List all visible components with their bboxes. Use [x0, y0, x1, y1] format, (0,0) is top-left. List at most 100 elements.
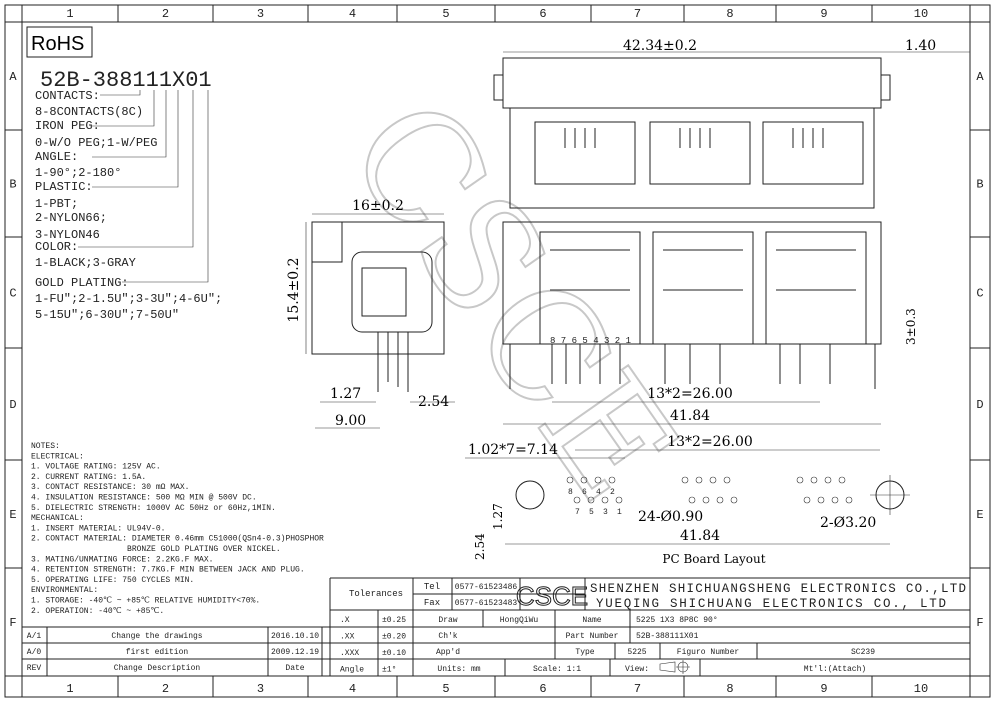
projection-symbol-icon [659, 660, 690, 674]
revision-id: A/0 [27, 648, 42, 657]
note-line: 5. OPERATING LIFE: 750 CYCLES MIN. [31, 576, 194, 585]
grid-column-label: 5 [442, 7, 449, 21]
notes-block: NOTES:ELECTRICAL: 1. VOLTAGE RATING: 125V… [31, 442, 324, 616]
dim-line [503, 401, 881, 425]
revision-description: first edition [126, 648, 189, 657]
grid-row-label: A [976, 70, 984, 84]
pcb-hole [716, 496, 724, 504]
scale: Scale: 1:1 [533, 665, 581, 674]
pcb-hole [845, 496, 853, 504]
dim-line [305, 213, 455, 429]
tolerance-value: ±0.20 [382, 633, 406, 642]
dim-side-height: 15.4±0.2 [286, 257, 302, 322]
grid-row-label: B [9, 178, 16, 192]
grid-column-label: 2 [162, 7, 169, 21]
tolerance-value: ±0.10 [382, 649, 406, 658]
tolerance-key: .XXX [340, 649, 359, 658]
grid-column-label: 5 [442, 682, 449, 696]
side-view [311, 221, 445, 392]
pcb-hole [831, 496, 839, 504]
dim-pcb-mount: 2-Ø3.20 [820, 515, 876, 531]
note-line: MECHANICAL: [31, 514, 84, 523]
front-view [502, 221, 882, 389]
legend-line: 2-NYLON66; [35, 211, 107, 225]
dim-pin-c: 9.00 [335, 413, 366, 429]
grid-row-label: A [9, 70, 17, 84]
grid-row-label: D [9, 398, 16, 412]
grid-row-label: D [976, 398, 983, 412]
pcb-hole [615, 496, 623, 504]
pcb-hole [580, 476, 588, 484]
material: Mt'l:(Attach) [804, 665, 866, 674]
grid-column-label: 4 [349, 682, 356, 696]
revision-id: A/1 [27, 632, 42, 641]
legend-line: 3-NYLON46 [35, 228, 100, 242]
note-line: 1. VOLTAGE RATING: 125V AC. [31, 463, 161, 472]
draw-value: HongQiWu [500, 616, 539, 625]
legend-line: 1-FU";2-1.5U";3-3U";4-6U"; [35, 292, 222, 306]
pcb-hole [695, 476, 703, 484]
grid-column-label: 8 [726, 7, 733, 21]
pcb-hole [608, 476, 616, 484]
pcb-pin-number: 4 [596, 488, 601, 497]
pcb-hole [709, 476, 717, 484]
grid-row-label: B [976, 178, 983, 192]
inner-border [21, 21, 971, 677]
pcb-hole [723, 476, 731, 484]
note-line: 2. CURRENT RATING: 1.5A. [31, 473, 146, 482]
note-line: 5. DIELECTRIC STRENGTH: 1000V AC 50Hz or… [31, 504, 276, 513]
fax-number: 0577-61523483 [455, 599, 518, 608]
revision-description: Change Description [114, 664, 201, 673]
legend-line: 5-15U";6-30U";7-50U" [35, 308, 179, 322]
legend-line: 0-W/O PEG;1-W/PEG [35, 136, 157, 150]
pcb-hole [803, 496, 811, 504]
note-line: ELECTRICAL: [31, 452, 84, 461]
note-line: ENVIRONMENTAL: [31, 586, 98, 595]
grid-column-label: 6 [539, 682, 546, 696]
grid-column-label: 1 [66, 7, 73, 21]
pcb-pin-number: 1 [617, 508, 622, 517]
tel-label: Tel [424, 582, 440, 592]
dim-pcb-pitch: 1.02*7=7.14 [468, 442, 558, 458]
dim-pcb-v2: 1.27 [491, 503, 505, 530]
legend-line: 1-BLACK;3-GRAY [35, 256, 136, 270]
name-value: 5225 1X3 8P8C 90° [636, 616, 718, 625]
revision-id: REV [27, 664, 42, 673]
note-line: BRONZE GOLD PLATING OVER NICKEL. [31, 545, 281, 554]
grid-row-label: E [9, 508, 16, 522]
grid-row-label: F [976, 616, 983, 630]
dim-pitch-front: 13*2=26.00 [647, 386, 733, 402]
grid-row-label: C [976, 287, 983, 301]
draw-label: Draw [438, 616, 457, 625]
dim-total-front: 41.84 [670, 408, 710, 424]
note-line: NOTES: [31, 442, 60, 451]
view-label: View: [625, 665, 649, 674]
fax-label: Fax [424, 598, 440, 608]
grid-column-label: 1 [66, 682, 73, 696]
approve-label: App'd [436, 648, 460, 657]
company-name-2: YUEQING SHICHUANG ELECTRONICS CO., LTD [596, 597, 946, 611]
note-line: 2. CONTACT MATERIAL: DIAMETER 0.46mm C51… [31, 535, 324, 544]
figure-number-label: Figuro Number [677, 648, 740, 657]
grid-ticks [5, 5, 990, 697]
pcb-hole [730, 496, 738, 504]
type-value: 5225 [627, 648, 646, 657]
pcb-hole [601, 496, 609, 504]
name-label: Name [582, 616, 601, 625]
title-block-lines [22, 577, 970, 676]
grid-column-label: 10 [914, 7, 928, 21]
pcb-hole [817, 496, 825, 504]
grid-column-label: 4 [349, 7, 356, 21]
grid-column-label: 6 [539, 7, 546, 21]
rohs-label: RoHS [31, 33, 84, 55]
tolerance-key: Angle [340, 666, 364, 675]
pcb-pin-number: 5 [589, 508, 594, 517]
rohs-box [26, 26, 93, 58]
dim-side-width: 16±0.2 [352, 198, 404, 214]
revision-date: 2016.10.10 [271, 632, 319, 641]
pcb-hole [796, 476, 804, 484]
pcb-pin-number: 3 [603, 508, 608, 517]
pcb-hole [838, 476, 846, 484]
